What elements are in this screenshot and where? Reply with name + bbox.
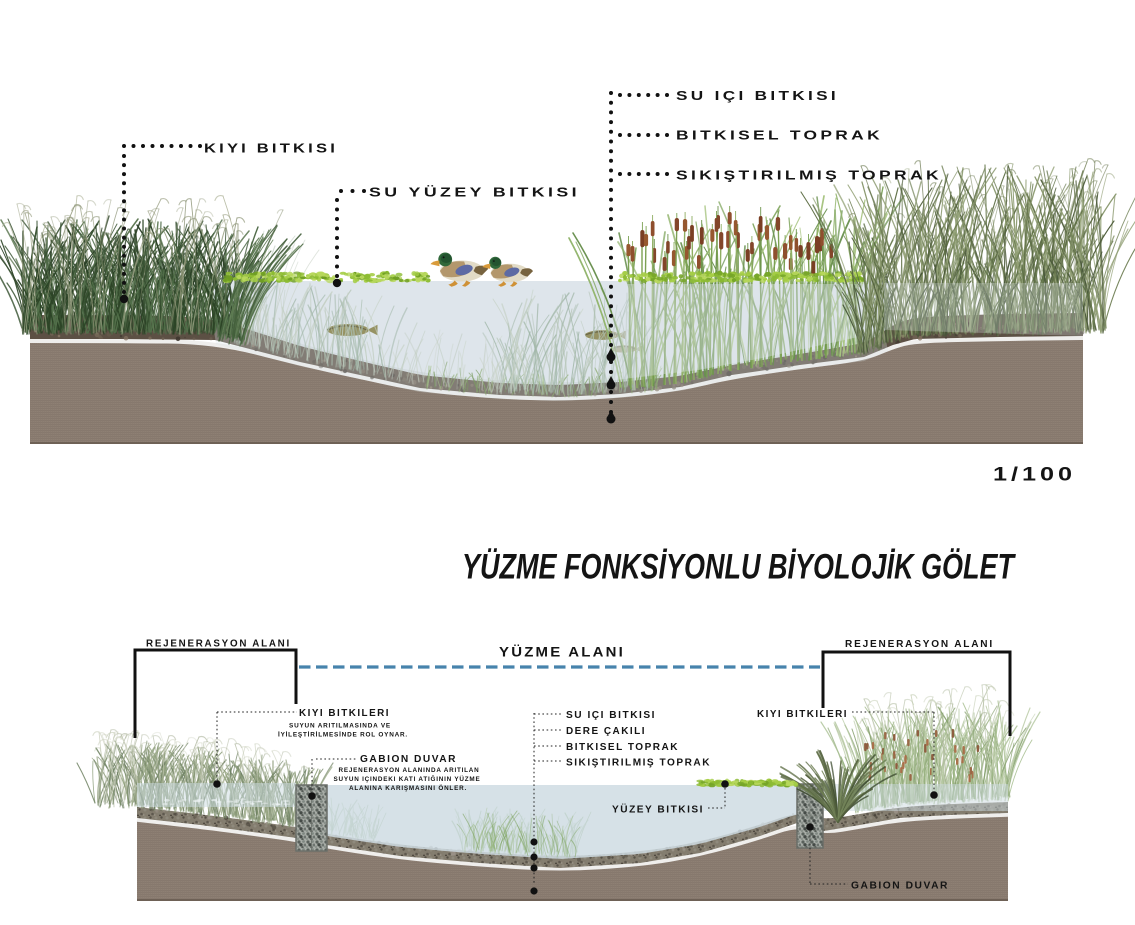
svg-text:YÜZME FONKSİYONLU BİYOLOJİK GÖ: YÜZME FONKSİYONLU BİYOLOJİK GÖLET [462,548,1016,587]
svg-text:SUYUN IÇINDEKI KATI ATIĞININ Y: SUYUN IÇINDEKI KATI ATIĞININ YÜZME [334,774,481,783]
svg-text:SIKIŞTIRILMIŞ TOPRAK: SIKIŞTIRILMIŞ TOPRAK [566,758,711,769]
svg-text:KIYI BITKILERI: KIYI BITKILERI [299,708,390,719]
svg-text:ALANINA KARIŞMASINI ÖNLER.: ALANINA KARIŞMASINI ÖNLER. [349,783,467,792]
svg-text:SU IÇI BITKISI: SU IÇI BITKISI [566,710,656,721]
svg-text:SUYUN ARITILMASINDA VE: SUYUN ARITILMASINDA VE [289,723,391,730]
svg-text:YÜZEY BITKISI: YÜZEY BITKISI [612,803,704,816]
svg-text:İYİLEŞTİRİLMESİNDE ROL OYNAR.: İYİLEŞTİRİLMESİNDE ROL OYNAR. [278,731,408,739]
svg-text:1/100: 1/100 [993,465,1076,486]
svg-text:GABION DUVAR: GABION DUVAR [851,881,949,892]
svg-text:REJENERASYON ALANI: REJENERASYON ALANI [146,639,291,650]
svg-text:SIKIŞTIRILMIŞ TOPRAK: SIKIŞTIRILMIŞ TOPRAK [676,168,942,183]
svg-text:SU YÜZEY BITKISI: SU YÜZEY BITKISI [369,185,580,200]
svg-text:YÜZME ALANI: YÜZME ALANI [499,645,625,660]
svg-text:GABION DUVAR: GABION DUVAR [360,754,457,765]
svg-text:REJENERASYON ALANI: REJENERASYON ALANI [845,639,994,650]
svg-text:BITKISEL TOPRAK: BITKISEL TOPRAK [676,128,883,143]
svg-text:KIYI BITKISI: KIYI BITKISI [204,141,338,156]
svg-text:KIYI BITKILERI: KIYI BITKILERI [757,709,848,720]
svg-text:DERE ÇAKILI: DERE ÇAKILI [566,726,646,737]
svg-text:BITKISEL TOPRAK: BITKISEL TOPRAK [566,742,679,753]
svg-text:SU IÇI BITKISI: SU IÇI BITKISI [676,88,839,103]
svg-text:REJENERASYON ALANINDA ARITILAN: REJENERASYON ALANINDA ARITILAN [339,767,480,774]
